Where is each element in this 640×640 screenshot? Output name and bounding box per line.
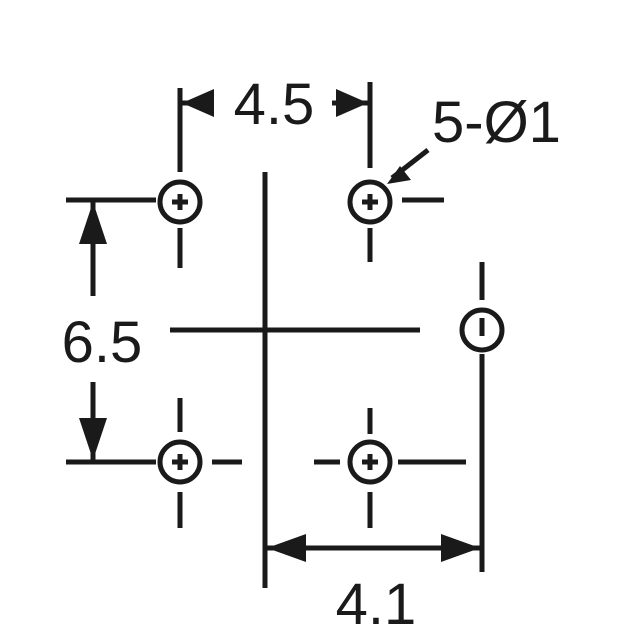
- dim-label-6-5: 6.5: [62, 310, 143, 375]
- arrow-4-5-left: [182, 89, 214, 117]
- arrow-6-5-top: [79, 202, 107, 244]
- arrow-4-1-left: [267, 534, 306, 562]
- dim-label-4-5: 4.5: [234, 72, 315, 137]
- hole-bottom-right: [347, 439, 393, 485]
- arrow-hole-callout: [387, 166, 411, 184]
- hole-right-middle: [459, 307, 505, 353]
- holes: [157, 179, 505, 485]
- arrow-4-1-right: [441, 534, 480, 562]
- hole-callout-label: 5-Ø1: [432, 90, 561, 155]
- hole-top-left: [157, 179, 203, 225]
- center-lines: [177, 148, 485, 528]
- arrow-6-5-bottom: [79, 418, 107, 460]
- hole-bottom-left: [157, 439, 203, 485]
- dim-label-4-1: 4.1: [336, 572, 417, 637]
- arrow-4-5-right: [336, 89, 368, 117]
- hole-top-right: [347, 179, 393, 225]
- arrowheads: [79, 89, 480, 562]
